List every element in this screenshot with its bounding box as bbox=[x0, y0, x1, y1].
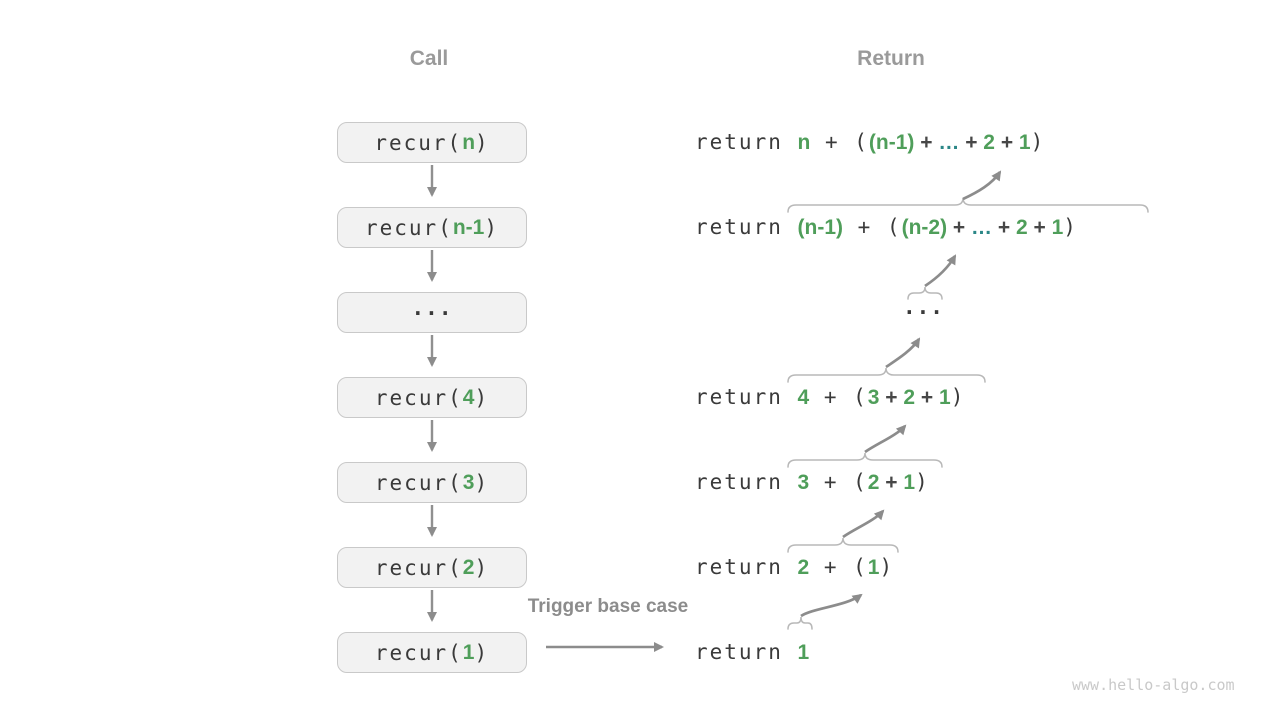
text-segment: + bbox=[992, 216, 1016, 239]
text-segment: + bbox=[879, 386, 904, 409]
text-segment: (n-1) bbox=[868, 131, 915, 154]
return-arrow bbox=[800, 593, 863, 618]
text-segment: ) bbox=[879, 555, 895, 579]
text-segment: ) bbox=[474, 555, 490, 580]
text-segment: ... bbox=[903, 295, 944, 319]
call-box-recur-1: recur(1) bbox=[337, 632, 527, 673]
text-segment: return bbox=[695, 640, 798, 664]
return-arrow bbox=[864, 424, 907, 454]
text-segment: ) bbox=[474, 640, 490, 665]
text-segment: + bbox=[879, 471, 904, 494]
return-row-1: return 1 bbox=[695, 635, 809, 669]
return-flow-arrows bbox=[800, 170, 1002, 618]
text-segment: 2 bbox=[797, 556, 810, 579]
watermark: www.hello-algo.com bbox=[1072, 676, 1235, 694]
text-segment: + bbox=[914, 131, 939, 154]
text-segment: 1 bbox=[1018, 131, 1031, 154]
return-arrow bbox=[842, 509, 885, 539]
text-segment: + bbox=[1027, 216, 1052, 239]
text-segment: + bbox=[947, 216, 972, 239]
return-column-header: Return bbox=[857, 47, 925, 70]
text-segment: + ( bbox=[810, 130, 869, 154]
text-segment: … bbox=[971, 216, 993, 239]
trigger-base-case-label: Trigger base case bbox=[527, 596, 689, 617]
overbrace-mini bbox=[787, 616, 813, 630]
text-segment: n bbox=[462, 130, 476, 154]
text-segment: ) bbox=[475, 130, 490, 155]
text-segment: + bbox=[994, 131, 1019, 154]
text-segment: return bbox=[695, 470, 798, 494]
text-segment: ) bbox=[950, 385, 966, 409]
text-segment: + bbox=[959, 131, 984, 154]
call-box-recur-2: recur(2) bbox=[337, 547, 527, 588]
text-segment: + ( bbox=[809, 385, 868, 409]
text-segment: recur( bbox=[374, 640, 463, 665]
text-segment: 1 bbox=[462, 640, 475, 664]
return-arrow bbox=[924, 254, 957, 288]
overbrace bbox=[787, 367, 986, 383]
text-segment: 3 bbox=[797, 471, 810, 494]
text-segment: ) bbox=[915, 470, 930, 494]
text-segment: 1 bbox=[867, 556, 880, 579]
text-segment: ) bbox=[1063, 215, 1078, 239]
return-row-3: return 3 + (2 + 1) bbox=[695, 465, 930, 499]
text-segment: 2 bbox=[462, 555, 475, 579]
overbrace bbox=[787, 452, 943, 468]
text-segment: + ( bbox=[809, 470, 868, 494]
text-segment: 4 bbox=[462, 385, 475, 409]
text-segment: 3 bbox=[867, 386, 880, 409]
text-segment: ) bbox=[474, 385, 490, 410]
text-segment: 1 bbox=[1051, 216, 1064, 239]
call-box-recur-n: recur(n) bbox=[337, 122, 527, 163]
text-segment: ) bbox=[1030, 130, 1046, 154]
text-segment: (n-2) bbox=[901, 216, 948, 239]
text-segment: recur( bbox=[374, 555, 463, 580]
text-segment: return bbox=[695, 555, 798, 579]
text-segment: (n-1) bbox=[797, 216, 844, 239]
text-segment: return bbox=[695, 130, 798, 154]
text-segment: 3 bbox=[462, 470, 475, 494]
text-segment: + ( bbox=[843, 215, 902, 239]
call-box-recur-n-1: recur(n-1) bbox=[337, 207, 527, 248]
overbraces bbox=[787, 197, 1149, 630]
text-segment: ) bbox=[474, 470, 490, 495]
return-row-ellipsis: ... bbox=[903, 295, 944, 329]
text-segment: 2 bbox=[1015, 216, 1028, 239]
text-segment: + ( bbox=[809, 555, 868, 579]
text-segment: return bbox=[695, 215, 798, 239]
text-segment: recur( bbox=[364, 215, 453, 240]
text-segment: ... bbox=[411, 295, 453, 320]
text-segment: … bbox=[938, 131, 960, 154]
text-segment: recur( bbox=[374, 470, 463, 495]
return-row-4: return 4 + (3 + 2 + 1) bbox=[695, 380, 965, 414]
text-segment: ) bbox=[484, 215, 499, 240]
text-segment: 2 bbox=[983, 131, 995, 154]
text-segment: 1 bbox=[797, 641, 810, 664]
text-segment: + bbox=[915, 386, 940, 409]
overbrace bbox=[787, 537, 899, 553]
text-segment: recur( bbox=[374, 130, 463, 155]
return-arrow bbox=[962, 170, 1002, 201]
text-segment: 4 bbox=[797, 386, 810, 409]
return-row-n: return n + ((n-1) + … + 2 + 1) bbox=[695, 125, 1045, 159]
text-segment: return bbox=[695, 385, 798, 409]
return-arrow bbox=[885, 337, 921, 369]
text-segment: 1 bbox=[939, 386, 951, 409]
return-row-n-1: return (n-1) + ((n-2) + … + 2 + 1) bbox=[695, 210, 1078, 244]
text-segment: recur( bbox=[374, 385, 463, 410]
text-segment: n-1 bbox=[452, 215, 485, 239]
text-segment: 2 bbox=[903, 386, 916, 409]
call-box-ellipsis: ... bbox=[337, 292, 527, 333]
text-segment: 1 bbox=[903, 471, 916, 494]
text-segment: 2 bbox=[867, 471, 880, 494]
call-box-recur-4: recur(4) bbox=[337, 377, 527, 418]
overbrace-mini bbox=[907, 286, 943, 300]
return-row-2: return 2 + (1) bbox=[695, 550, 894, 584]
call-column-header: Call bbox=[409, 47, 449, 70]
call-box-recur-3: recur(3) bbox=[337, 462, 527, 503]
text-segment: n bbox=[797, 131, 811, 154]
